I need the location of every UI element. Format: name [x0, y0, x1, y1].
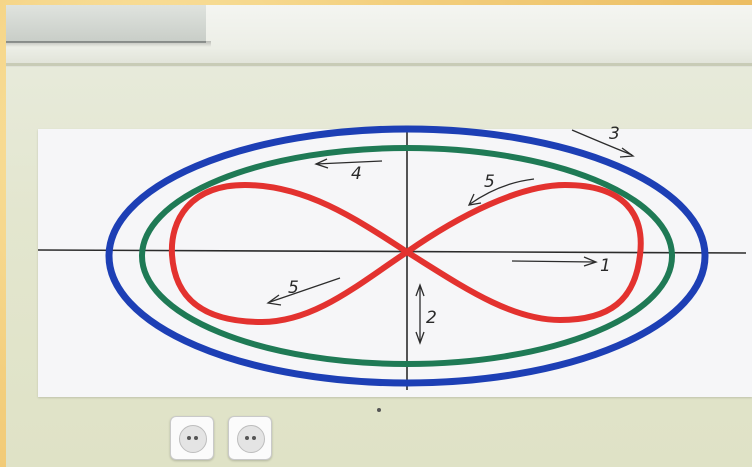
wall-rail [6, 63, 752, 66]
arrow-1 [511, 260, 596, 263]
arrow-5-upper [469, 178, 535, 205]
arrow-2-head-down [415, 331, 425, 345]
arrow-5-lower-head [266, 294, 282, 306]
x-axis [37, 249, 747, 254]
arrow-4 [315, 160, 383, 165]
label-3: 3 [609, 124, 620, 144]
arrow-1-head [583, 256, 598, 267]
socket-hole [245, 436, 249, 440]
wall-socket [170, 416, 214, 460]
blue-ellipse [105, 125, 709, 387]
socket-face [179, 425, 207, 453]
socket-hole [252, 436, 256, 440]
red-figure-eight [168, 182, 644, 325]
arrow-5-lower [269, 277, 341, 303]
arrow-5-upper-head [467, 193, 482, 206]
label-5-upper: 5 [484, 172, 495, 192]
arrow-2-head-up [415, 283, 425, 297]
label-1: 1 [600, 256, 611, 276]
wall-socket [228, 416, 272, 460]
socket-face [237, 425, 265, 453]
wall-pin [377, 408, 381, 412]
arrow-4-head [314, 158, 329, 169]
whiteboard-corner [6, 5, 206, 43]
arrow-3 [571, 129, 633, 156]
socket-hole [187, 436, 191, 440]
label-4: 4 [351, 164, 362, 184]
green-ellipse [139, 145, 675, 367]
arrow-3-head [619, 147, 635, 158]
socket-hole [194, 436, 198, 440]
board-shadow [6, 41, 211, 47]
label-2: 2 [426, 308, 437, 328]
label-5-lower: 5 [288, 278, 299, 298]
